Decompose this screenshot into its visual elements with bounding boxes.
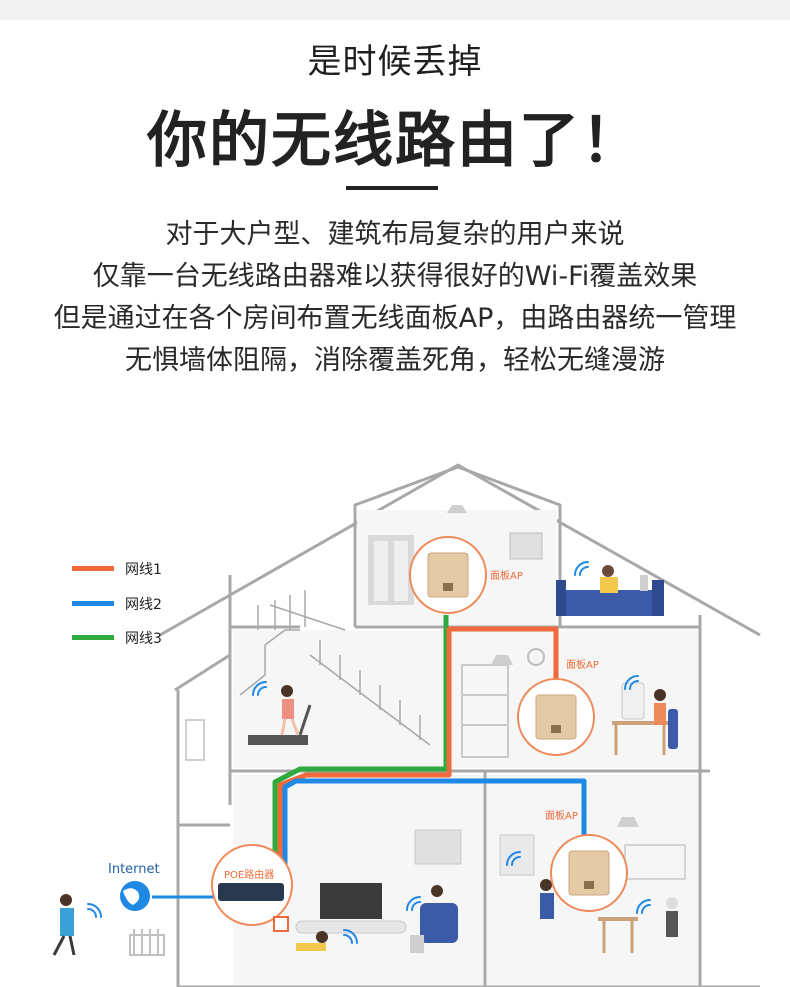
ap-panel-ground: 面板AP <box>545 809 628 912</box>
page-subtitle: 是时候丢掉 <box>307 42 483 82</box>
description-line: 对于大户型、建筑布局复杂的用户来说 <box>165 219 625 250</box>
legend-swatch-cable-1 <box>72 566 114 571</box>
ap-panel-middle: 面板AP <box>517 658 599 756</box>
study-furniture <box>461 648 678 758</box>
page-title: 你的无线路由了！ <box>147 106 643 176</box>
ap-label: 面板AP <box>566 658 599 671</box>
top-bar <box>0 0 790 20</box>
legend-label: 网线1 <box>125 562 162 578</box>
ground-furniture <box>52 829 686 956</box>
gym-furniture <box>185 685 312 761</box>
legend-swatch-cable-3 <box>72 635 114 640</box>
house-network-diagram: 面板AP 面板AP 面板AP POE路由器 Internet <box>52 463 761 987</box>
description-block: 对于大户型、建筑布局复杂的用户来说 仅靠一台无线路由器难以获得很好的Wi-Fi覆… <box>0 214 790 382</box>
legend-label: 网线3 <box>125 631 162 647</box>
wifi-signal-icons <box>87 561 651 944</box>
cable-3-path <box>272 615 449 875</box>
description-line: 仅靠一台无线路由器难以获得很好的Wi-Fi覆盖效果 <box>92 261 698 292</box>
ap-label: 面板AP <box>545 809 578 822</box>
internet-label: Internet <box>108 862 160 877</box>
router-label: POE路由器 <box>224 868 274 881</box>
ap-panel-top: 面板AP <box>409 536 523 614</box>
poe-router: POE路由器 <box>211 844 293 932</box>
cable-1-path <box>277 626 559 875</box>
staircase <box>239 590 431 746</box>
title-divider <box>346 186 438 190</box>
description-line: 无惧墙体阻隔，消除覆盖死角，轻松无缝漫游 <box>125 345 665 376</box>
legend-swatch-cable-2 <box>72 601 114 606</box>
attic-furniture <box>368 532 664 616</box>
internet-globe-icon: Internet <box>108 862 160 911</box>
cable-legend: 网线1 网线2 网线3 <box>72 562 162 647</box>
network-cables <box>152 615 587 899</box>
cable-2-path <box>282 778 587 875</box>
description-line: 但是通过在各个房间布置无线面板AP，由路由器统一管理 <box>53 303 737 334</box>
legend-label: 网线2 <box>125 597 162 613</box>
ap-label: 面板AP <box>490 569 523 582</box>
ceiling-lamps <box>447 505 639 827</box>
